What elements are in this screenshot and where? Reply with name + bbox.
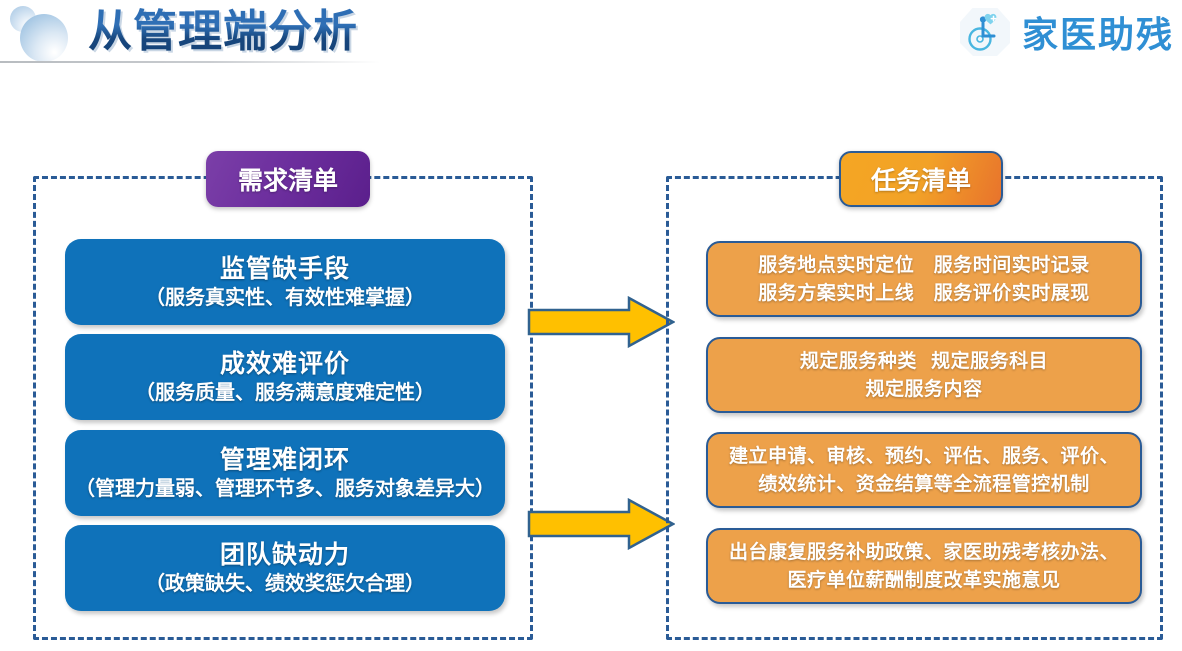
header-divider bbox=[0, 61, 380, 63]
requirement-card-3-sub: （管理力量弱、管理环节多、服务对象差异大） bbox=[75, 476, 495, 500]
tasks-panel: 任务清单 bbox=[666, 151, 1163, 640]
task-card-3-line-2: 绩效统计、资金结算等全流程管控机制 bbox=[758, 473, 1090, 495]
arrow-requirements-to-tasks-top bbox=[527, 296, 675, 348]
brand-name: 家医助残 bbox=[1021, 15, 1174, 56]
page-title-shadow: 从管理端分析 bbox=[90, 6, 360, 62]
task-card-4[interactable]: 出台康复服务补助政策、家医助残考核办法、 医疗单位薪酬制度改革实施意见 bbox=[706, 528, 1142, 604]
requirements-panel: 需求清单 bbox=[33, 151, 533, 640]
bubble-large-icon bbox=[20, 14, 68, 62]
task-card-4-line-1: 出台康复服务补助政策、家医助残考核办法、 bbox=[728, 541, 1119, 563]
tasks-panel-title: 任务清单 bbox=[839, 151, 1003, 207]
requirement-card-4[interactable]: 团队缺动力 （政策缺失、绩效奖惩欠合理） bbox=[65, 525, 505, 611]
requirement-card-3-title: 管理难闭环 bbox=[219, 445, 350, 474]
requirement-card-4-title: 团队缺动力 bbox=[219, 540, 350, 569]
task-card-1-line-2: 服务方案实时上线 服务评价实时展现 bbox=[758, 282, 1090, 304]
arrow-requirements-to-tasks-bottom bbox=[527, 498, 675, 550]
task-card-2[interactable]: 规定服务种类 规定服务科目 规定服务内容 bbox=[706, 337, 1142, 413]
task-card-2-line-2: 规定服务内容 bbox=[865, 378, 983, 400]
wheelchair-heart-icon bbox=[958, 5, 1012, 59]
requirement-card-2[interactable]: 成效难评价 （服务质量、服务满意度难定性） bbox=[65, 334, 505, 420]
requirement-card-4-sub: （政策缺失、绩效奖惩欠合理） bbox=[145, 571, 425, 595]
task-card-1-line-1: 服务地点实时定位 服务时间实时记录 bbox=[758, 254, 1090, 276]
task-card-3-line-1: 建立申请、审核、预约、评估、服务、评价、 bbox=[728, 445, 1119, 467]
requirement-card-2-sub: （服务质量、服务满意度难定性） bbox=[135, 380, 435, 404]
requirement-card-1[interactable]: 监管缺手段 （服务真实性、有效性难掌握） bbox=[65, 239, 505, 325]
task-card-2-line-1: 规定服务种类 规定服务科目 bbox=[799, 350, 1049, 372]
page-header: 从管理端分析 从管理端分析 家医助残 bbox=[0, 0, 1182, 68]
requirement-card-1-title: 监管缺手段 bbox=[219, 254, 350, 283]
requirement-card-1-sub: （服务真实性、有效性难掌握） bbox=[145, 285, 425, 309]
task-card-4-line-2: 医疗单位薪酬制度改革实施意见 bbox=[787, 569, 1061, 591]
task-card-3[interactable]: 建立申请、审核、预约、评估、服务、评价、 绩效统计、资金结算等全流程管控机制 bbox=[706, 432, 1142, 508]
requirements-panel-title: 需求清单 bbox=[206, 151, 370, 207]
requirement-card-2-title: 成效难评价 bbox=[219, 349, 350, 378]
page-title: 从管理端分析 bbox=[88, 4, 358, 60]
task-card-1[interactable]: 服务地点实时定位 服务时间实时记录 服务方案实时上线 服务评价实时展现 bbox=[706, 241, 1142, 317]
requirement-card-3[interactable]: 管理难闭环 （管理力量弱、管理环节多、服务对象差异大） bbox=[65, 430, 505, 516]
bubbles-decoration-icon bbox=[0, 0, 96, 62]
brand: 家医助残 bbox=[958, 2, 1174, 62]
